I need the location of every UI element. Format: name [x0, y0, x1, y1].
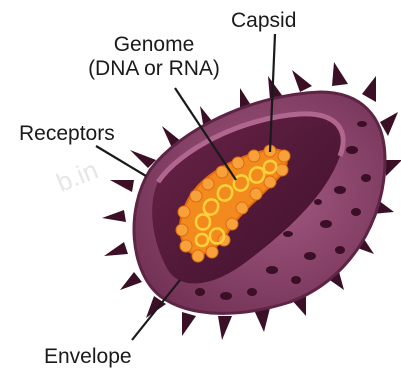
genome-label-line1: Genome: [66, 33, 242, 57]
receptors-label: Receptors: [19, 122, 115, 146]
receptors-leader: [96, 146, 146, 176]
capsid-label: Capsid: [231, 9, 296, 33]
genome-label-line2: (DNA or RNA): [66, 57, 242, 81]
genome-label: Genome (DNA or RNA): [66, 33, 242, 81]
envelope-label: Envelope: [44, 345, 132, 369]
